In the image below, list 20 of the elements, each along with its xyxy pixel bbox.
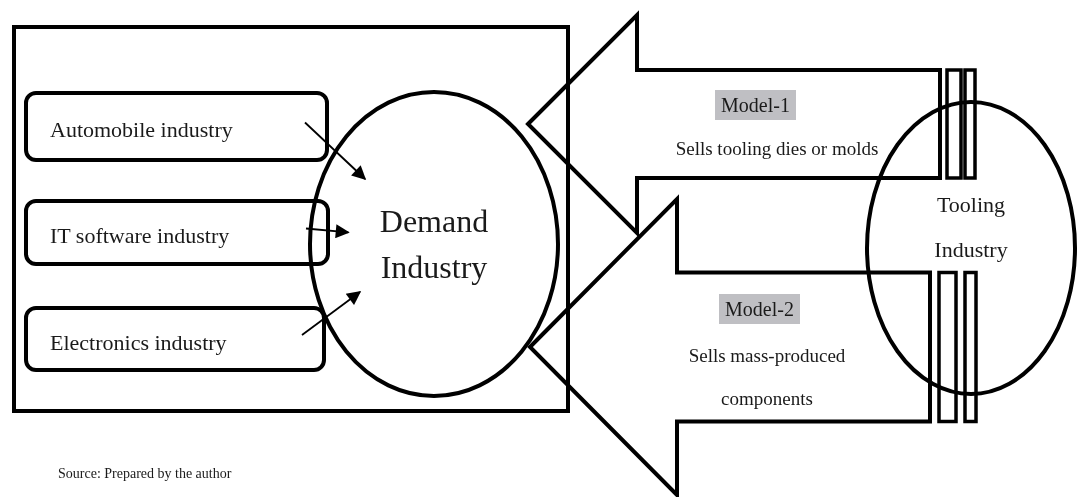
edge-label: Model-2 <box>719 294 800 324</box>
edge-label: Model-1 <box>715 90 796 120</box>
industry-box <box>24 306 326 372</box>
node-label: Electronics industry <box>50 329 228 357</box>
industry-box <box>24 199 330 266</box>
industry-box <box>24 91 329 162</box>
block-arrow <box>525 10 942 238</box>
block-arrow <box>527 194 932 497</box>
node-label: Demand Industry <box>378 202 490 287</box>
description-text: Sells mass-produced components <box>687 344 847 411</box>
frame-box <box>12 25 570 413</box>
industry-ellipse <box>308 90 560 398</box>
caption: Source: Prepared by the author <box>58 466 232 482</box>
node-label: IT software industry <box>50 222 231 250</box>
arrow <box>304 121 367 180</box>
description-text: Sells tooling dies or molds <box>674 137 880 161</box>
node-label: Automobile industry <box>50 116 234 144</box>
arrow <box>305 224 350 239</box>
arrow <box>301 291 362 336</box>
node-label: Tooling Industry <box>933 191 1009 264</box>
